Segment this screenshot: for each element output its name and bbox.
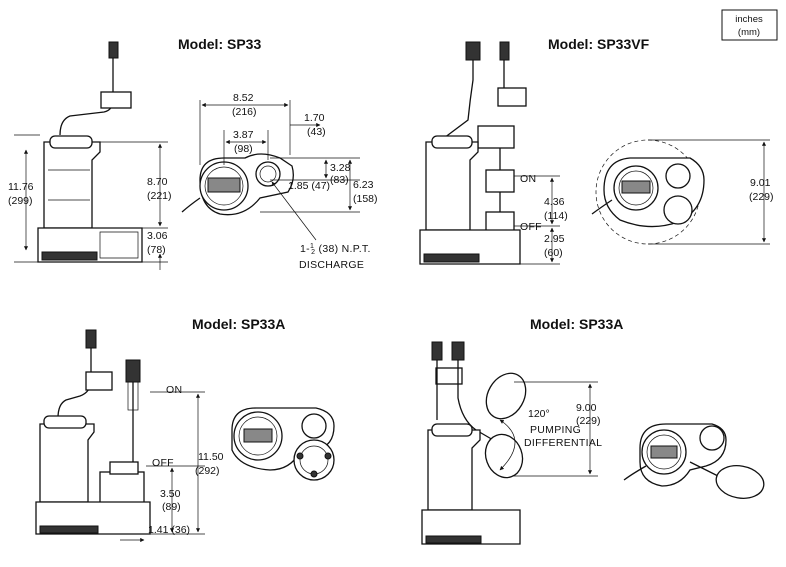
sp33vf-on-height: 4.36: [544, 196, 565, 208]
sp33-top-side: 1.70: [304, 112, 325, 124]
sp33a-left-top-view: [231, 407, 335, 481]
sp33vf-off-height-mm: (60): [544, 247, 563, 259]
sp33-top-inner-mm: (98): [234, 143, 253, 155]
sp33a-right-side-view: Model: SP33A 120° PUMPING DIFFERENTIAL 9…: [421, 316, 623, 545]
sp33a-right-title: Model: SP33A: [530, 316, 623, 332]
sp33a-right-height-mm: (229): [576, 415, 601, 427]
sp33-top-d3-mm: (158): [353, 193, 378, 205]
sp33-side-view: Model: SP33 11.76 (299) 8.70 (221) 3.06 …: [8, 36, 261, 270]
units-mm: (mm): [738, 27, 760, 38]
sp33-overall-height: 11.76: [8, 181, 34, 193]
sp33vf-on-height-mm: (114): [544, 210, 568, 222]
sp33-top-width-mm: (216): [232, 106, 257, 118]
sp33-top-d1: 3.28: [330, 162, 351, 174]
sp33vf-top-view: 9.01 (229): [591, 139, 774, 245]
sp33-top-d3: 6.23: [353, 179, 374, 191]
sp33-base-height: 3.06: [147, 230, 168, 242]
sp33a-right-pumping: PUMPING: [530, 424, 581, 436]
sp33vf-off-label: OFF: [520, 221, 542, 233]
sp33a-left-side-view: Model: SP33A ON OFF 11.50 (292) 3.50 (89…: [35, 316, 285, 543]
sp33a-left-off-height: 3.50: [160, 488, 181, 500]
sp33vf-top-width: 9.01: [750, 177, 771, 189]
sp33vf-title: Model: SP33VF: [548, 36, 650, 52]
sp33a-right-differential: DIFFERENTIAL: [524, 437, 602, 449]
sp33-top-d1-mm: (83): [330, 174, 349, 186]
sp33a-right-angle: 120°: [528, 408, 550, 420]
sp33-body-height: 8.70: [147, 176, 168, 188]
sp33-top-inner: 3.87: [233, 129, 254, 141]
sp33vf-side-view: Model: SP33VF ON OFF 4.36 (114) 2.95 (60…: [419, 36, 650, 265]
units-inches: inches: [735, 14, 763, 25]
sp33a-right-top-view: [623, 423, 765, 499]
sp33-title: Model: SP33: [178, 36, 261, 52]
sp33a-left-title: Model: SP33A: [192, 316, 285, 332]
sp33a-right-height: 9.00: [576, 402, 597, 414]
sp33a-left-on-height: 11.50: [198, 451, 224, 463]
sp33-top-d2: 1.85 (47): [288, 180, 330, 192]
sp33a-left-on-height-mm: (292): [195, 465, 220, 477]
units-legend: inches (mm): [721, 9, 778, 41]
sp33vf-off-height: 2.95: [544, 233, 565, 245]
sp33-body-height-mm: (221): [147, 190, 172, 202]
sp33a-left-side-dim: 1.41 (36): [148, 524, 190, 536]
sp33a-left-off-label: OFF: [152, 457, 174, 469]
sp33a-left-off-height-mm: (89): [162, 501, 181, 513]
sp33-top-width: 8.52: [233, 92, 254, 104]
sp33-overall-height-mm: (299): [8, 195, 33, 207]
sp33-discharge-label-2: DISCHARGE: [299, 259, 364, 271]
sp33-base-height-mm: (78): [147, 244, 166, 256]
sp33a-left-on-label: ON: [166, 384, 182, 396]
sp33-top-view: 8.52 (216) 3.87 (98) 1.70 (43) 3.28 (83)…: [181, 92, 378, 271]
sp33vf-on-label: ON: [520, 173, 536, 185]
sp33vf-top-width-mm: (229): [749, 191, 774, 203]
sp33-top-side-mm: (43): [307, 126, 326, 138]
